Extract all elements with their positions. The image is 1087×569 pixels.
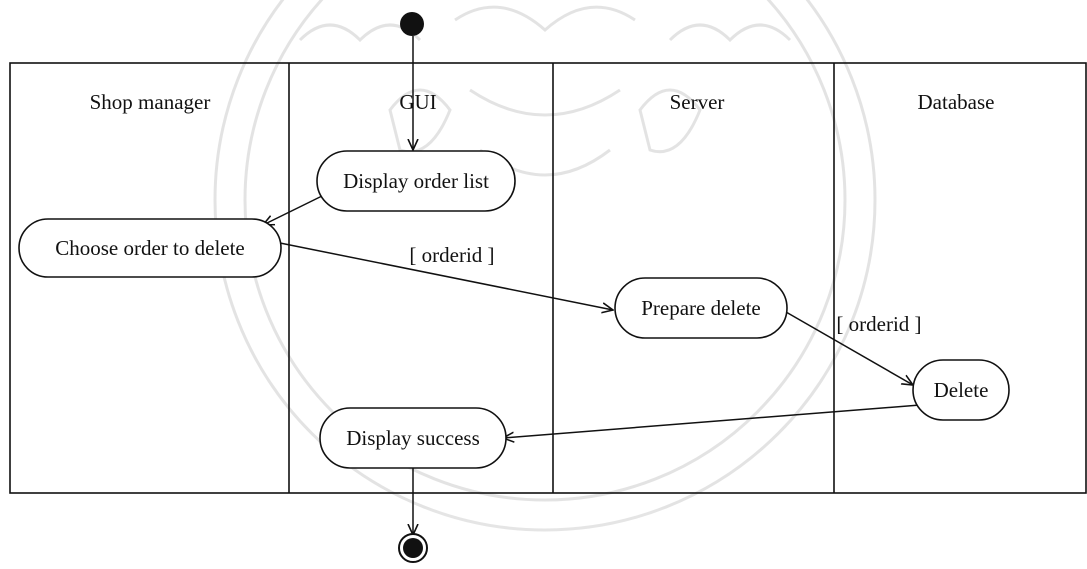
activity-choose-order-to-delete: Choose order to delete xyxy=(18,218,282,278)
transition-prepare-delete-to-delete xyxy=(785,311,913,385)
watermark-seal xyxy=(213,0,877,532)
transition-delete-to-display-success xyxy=(503,404,921,438)
guard-label-orderid-2: [ orderid ] xyxy=(836,312,921,336)
transitions xyxy=(263,36,921,535)
lane-title-gui: GUI xyxy=(399,90,436,114)
start-node xyxy=(400,12,424,36)
activity-label: Display success xyxy=(346,426,480,450)
activity-label: Choose order to delete xyxy=(55,236,245,260)
activity-label: Delete xyxy=(934,378,989,402)
swimlane-frame xyxy=(9,62,1087,494)
end-node xyxy=(398,533,428,563)
activity-display-order-list: Display order list xyxy=(316,150,516,212)
transition-display-order-list-to-choose-order xyxy=(263,195,323,225)
transition-choose-order-to-prepare-delete xyxy=(279,242,613,310)
guard-label-orderid-1: [ orderid ] xyxy=(409,243,494,267)
activity-prepare-delete: Prepare delete xyxy=(614,277,788,339)
activity-delete: Delete xyxy=(912,359,1010,421)
lane-title-server: Server xyxy=(670,90,725,114)
activity-label: Display order list xyxy=(343,169,489,193)
lane-title-shop-manager: Shop manager xyxy=(90,90,211,114)
activity-label: Prepare delete xyxy=(641,296,761,320)
activity-display-success: Display success xyxy=(319,407,507,469)
lane-title-database: Database xyxy=(918,90,995,114)
